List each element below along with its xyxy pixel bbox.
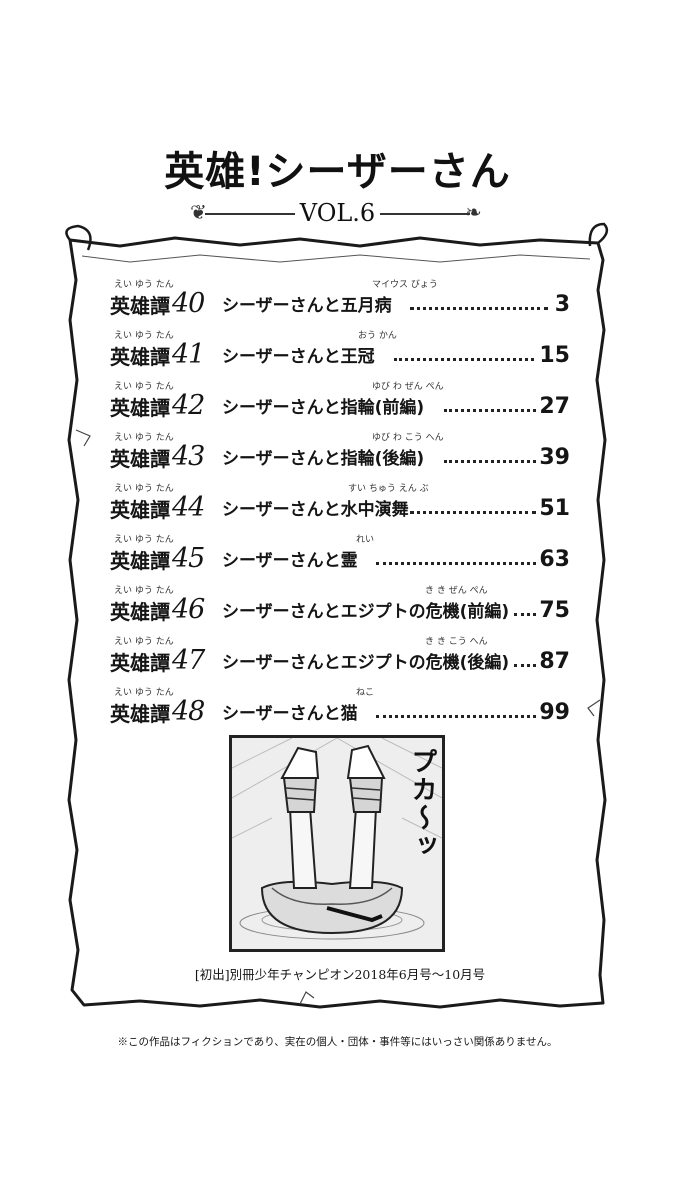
episode-prefix: 英雄譚: [110, 549, 170, 573]
episode-title: シーザーさんと指輪(前編): [222, 398, 425, 418]
ornament-rule-left: [205, 213, 295, 215]
episode-number: 40: [172, 288, 205, 319]
prefix-ruby: えい ゆう たん: [114, 586, 174, 596]
episode-prefix: 英雄譚: [110, 447, 170, 471]
episode-number: 47: [172, 645, 205, 676]
first-publication-note: [初出]別冊少年チャンピオン2018年6月号〜10月号: [194, 967, 486, 982]
episode-prefix: 英雄譚: [110, 396, 170, 420]
prefix-ruby: えい ゆう たん: [114, 331, 174, 341]
episode-title: シーザーさんと五月病: [222, 296, 392, 316]
toc-entry[interactable]: えい ゆう たん 英雄譚 44 すい ちゅう えん ぶ シーザーさんと水中演舞 …: [110, 484, 570, 530]
toc-entry[interactable]: えい ゆう たん 英雄譚 48 ねこ シーザーさんと猫 99: [110, 688, 570, 734]
episode-number: 44: [172, 492, 205, 523]
title-ruby: ゆび わ ぜん ぺん: [372, 382, 444, 392]
dot-leader: [410, 307, 548, 310]
fiction-disclaimer: ※この作品はフィクションであり、実在の個人・団体・事件等にはいっさい関係ありませ…: [117, 1036, 558, 1048]
volume-row: ❦ VOL.6 ❧: [0, 196, 675, 230]
episode-number: 42: [172, 390, 205, 421]
toc-entry[interactable]: えい ゆう たん 英雄譚 42 ゆび わ ぜん ぺん シーザーさんと指輪(前編)…: [110, 382, 570, 428]
episode-number: 43: [172, 441, 205, 472]
dot-leader: [394, 358, 534, 361]
dot-leader: [410, 511, 536, 514]
episode-title: シーザーさんと猫: [222, 704, 358, 724]
prefix-ruby: えい ゆう たん: [114, 382, 174, 392]
dot-leader: [376, 562, 536, 565]
title-ruby: おう かん: [358, 331, 397, 341]
prefix-ruby: えい ゆう たん: [114, 637, 174, 647]
page-number: 75: [539, 598, 570, 623]
parchment-crack-2: [587, 699, 601, 717]
dot-leader: [376, 715, 536, 718]
leaf-ornament-right-icon: ❧: [465, 200, 482, 224]
parchment-curl-right: [588, 222, 609, 247]
prefix-ruby: えい ゆう たん: [114, 280, 174, 290]
episode-number: 41: [172, 339, 205, 370]
episode-title: シーザーさんと指輪(後編): [222, 449, 425, 469]
episode-number: 45: [172, 543, 205, 574]
title-ruby: き き ぜん ぺん: [425, 586, 488, 596]
sash: [326, 906, 383, 923]
ornament-rule-right: [380, 213, 470, 215]
toc-entry[interactable]: えい ゆう たん 英雄譚 46 き き ぜん ぺん シーザーさんとエジプトの危機…: [110, 586, 570, 632]
sandal-wrap-right: [348, 777, 384, 813]
speed-lines: [232, 738, 442, 839]
toc-entry[interactable]: えい ゆう たん 英雄譚 43 ゆび わ こう へん シーザーさんと指輪(後編)…: [110, 433, 570, 479]
prefix-ruby: えい ゆう たん: [114, 433, 174, 443]
episode-prefix: 英雄譚: [110, 294, 170, 318]
episode-prefix: 英雄譚: [110, 498, 170, 522]
sandal-wrap-left: [282, 777, 318, 813]
page-number: 3: [554, 292, 570, 317]
toc-entry[interactable]: えい ゆう たん 英雄譚 47 き き こう へん シーザーさんとエジプトの危機…: [110, 637, 570, 683]
title-ruby: き き こう へん: [425, 637, 488, 647]
episode-title: シーザーさんとエジプトの危機(前編): [222, 602, 510, 622]
title-ruby: ねこ: [356, 688, 375, 698]
foot-right: [346, 744, 386, 779]
page-number: 27: [539, 394, 570, 419]
episode-title: シーザーさんと水中演舞: [222, 500, 409, 520]
parchment-outline: [67, 236, 607, 1009]
title-ruby: マイウス びょう: [372, 280, 438, 290]
page-number: 87: [539, 649, 570, 674]
page-number: 99: [539, 700, 570, 725]
title-block: 英雄!シーザーさん ❦ VOL.6 ❧: [0, 148, 675, 230]
episode-title: シーザーさんとエジプトの危機(後編): [222, 653, 510, 673]
sound-effect-text: プカ〜ッ: [407, 748, 437, 860]
dot-leader: [514, 613, 536, 616]
prefix-ruby: えい ゆう たん: [114, 535, 174, 545]
page-number: 63: [539, 547, 570, 572]
episode-number: 46: [172, 594, 205, 625]
toc-entry[interactable]: えい ゆう たん 英雄譚 40 マイウス びょう シーザーさんと五月病 3: [110, 280, 570, 326]
parchment-curl-left: [65, 224, 92, 251]
dot-leader: [514, 664, 536, 667]
page-number: 15: [539, 343, 570, 368]
leaf-ornament-left-icon: ❦: [190, 200, 207, 224]
illustration-panel: プカ〜ッ: [229, 735, 445, 952]
toc-entry[interactable]: えい ゆう たん 英雄譚 45 れい シーザーさんと霊 63: [110, 535, 570, 581]
toc-entry[interactable]: えい ゆう たん 英雄譚 41 おう かん シーザーさんと王冠 15: [110, 331, 570, 377]
episode-title: シーザーさんと霊: [222, 551, 358, 571]
parchment-inner-crease: [81, 254, 591, 263]
episode-prefix: 英雄譚: [110, 345, 170, 369]
title-ruby: すい ちゅう えん ぶ: [348, 484, 429, 494]
foot-left: [280, 746, 320, 779]
episode-prefix: 英雄譚: [110, 702, 170, 726]
dot-leader: [444, 409, 536, 412]
volume-label: VOL.6: [299, 199, 376, 227]
dot-leader: [444, 460, 536, 463]
episode-prefix: 英雄譚: [110, 600, 170, 624]
page-number: 51: [539, 496, 570, 521]
prefix-ruby: えい ゆう たん: [114, 688, 174, 698]
parchment-crack-1: [75, 429, 91, 447]
title-ruby: ゆび わ こう へん: [372, 433, 444, 443]
page-number: 39: [539, 445, 570, 470]
episode-title: シーザーさんと王冠: [222, 347, 375, 367]
title-ruby: れい: [356, 535, 375, 545]
episode-number: 48: [172, 696, 205, 727]
episode-prefix: 英雄譚: [110, 651, 170, 675]
parchment-crack-3: [299, 991, 315, 1005]
illustration-drawing: [232, 738, 442, 949]
series-title: 英雄!シーザーさん: [164, 149, 511, 195]
prefix-ruby: えい ゆう たん: [114, 484, 174, 494]
